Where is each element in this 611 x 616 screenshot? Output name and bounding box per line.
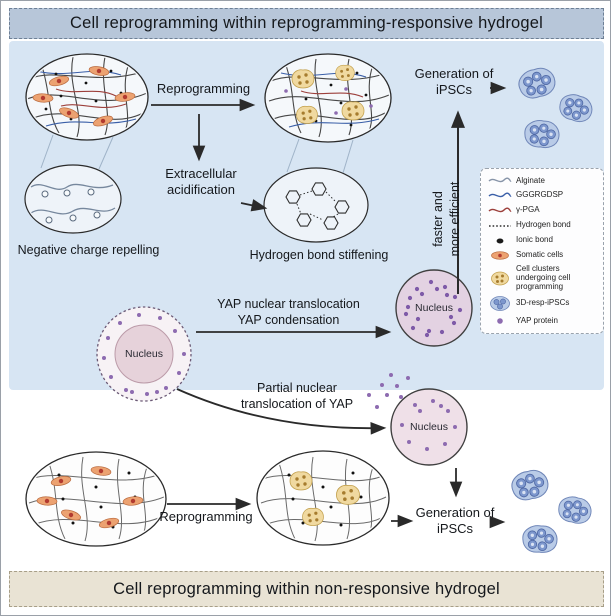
cell-cluster-icon (491, 271, 509, 286)
gpga-line-icon (488, 207, 512, 213)
legend-item-ionic-bond: Ionic bond (488, 235, 598, 247)
nucleus-left-label: Nucleus (125, 348, 163, 360)
nonresponsive-hydrogel-clusters-ellipse (256, 450, 390, 546)
yap-protein-dots (367, 373, 457, 451)
ionic-bond-dot-icon (496, 238, 504, 244)
legend-item-yap: YAP protein (488, 315, 598, 327)
faster-more-efficient-label: faster and more efficient (431, 181, 462, 257)
partial-translocation-label: Partial nuclear translocation of YAP (240, 381, 354, 411)
legend-item-ipscs: 3D-resp-iPSCs (488, 295, 598, 312)
ionic-bond-dots (287, 471, 363, 527)
hydrogen-bond-line-icon (489, 224, 511, 227)
nucleus-left (96, 306, 192, 402)
yap-protein-dots (403, 279, 463, 338)
legend-item-alginate: Alginate (488, 175, 598, 187)
top-banner-title: Cell reprogramming within reprogramming-… (69, 14, 544, 32)
top-banner: Cell reprogramming within reprogramming-… (9, 8, 604, 39)
nucleus-responsive (395, 269, 473, 347)
generation-ipscs-label-bottom: Generation of iPSCs (415, 505, 495, 537)
gggrgdsp-line-icon (488, 192, 512, 198)
hydrogen-bond-label: Hydrogen bond stiffening (249, 248, 389, 262)
to-hydrogen-bond-arrow (240, 199, 268, 212)
legend-item-gggrgdsp: GGGRGDSP (488, 190, 598, 202)
bottom-banner-title: Cell reprogramming within non-responsive… (113, 579, 500, 598)
legend-item-cell-clusters: Cell clusters undergoing cell programmin… (488, 264, 598, 292)
hydrogen-bond-ellipse (263, 167, 369, 243)
ipsc-colonies-bottom (509, 467, 595, 555)
legend-item-hydrogen-bond: Hydrogen bond (488, 220, 598, 232)
yap-protein-dot-icon (497, 318, 503, 324)
nucleus-responsive-label: Nucleus (415, 302, 453, 314)
responsive-hydrogel-somatic-ellipse (25, 53, 149, 141)
ipsc-colonies-top (515, 65, 597, 151)
reprogramming-label-top: Reprogramming (156, 81, 251, 96)
legend-item-somatic-cells: Somatic cells (488, 249, 598, 262)
responsive-hydrogel-clusters-ellipse (264, 53, 392, 143)
alginate-line-icon (488, 177, 512, 183)
legend-item-gpga: γ-PGA (488, 205, 598, 217)
nucleus-nonresponsive-label: Nucleus (410, 421, 448, 433)
nonresponsive-hydrogel-somatic-ellipse (25, 451, 167, 547)
somatic-cell-icon (491, 251, 509, 261)
zoom-callout-lines (40, 134, 354, 174)
yap-condensation-label: YAP condensation (237, 313, 340, 327)
yap-translocation-label: YAP nuclear translocation (217, 297, 360, 311)
negative-charge-ellipse (24, 164, 122, 234)
partial-translocation-arrow (176, 388, 387, 435)
nucleus-nonresponsive (367, 373, 468, 466)
negative-charge-label: Negative charge repelling (17, 243, 160, 257)
yap-protein-dots (102, 313, 186, 396)
ipsc-cluster-icon (490, 296, 510, 311)
flow-arrows (151, 81, 507, 529)
legend: Alginate GGGRGDSP γ-PGA Hydrogen bond Io… (480, 168, 604, 334)
reprogramming-label-bottom: Reprogramming (159, 509, 253, 524)
bottom-banner: Cell reprogramming within non-responsive… (9, 571, 604, 607)
extracellular-acidification-label: Extracellular acidification (165, 166, 237, 198)
ionic-bond-dots (57, 471, 137, 529)
generation-ipscs-label-top: Generation of iPSCs (414, 66, 494, 98)
